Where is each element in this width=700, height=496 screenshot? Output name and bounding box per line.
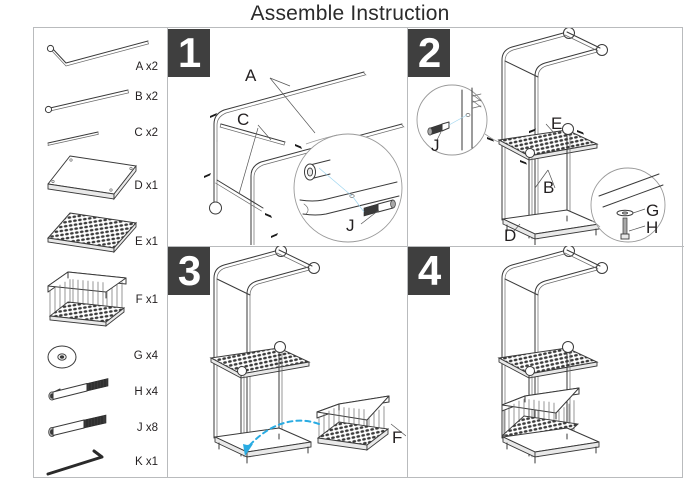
- part-label-B: B x2: [134, 91, 158, 103]
- part-shape-H: [48, 378, 109, 401]
- part-label-H: H x4: [134, 386, 158, 398]
- divider-horizontal: [167, 246, 684, 247]
- part-label-D: D x1: [134, 180, 158, 192]
- part-shape-D: [47, 155, 137, 201]
- divider-parts-list: [167, 28, 168, 477]
- parts-list-panel: A x2 B x2 C x2 D x1: [34, 28, 166, 477]
- step-1-drawing: [204, 71, 405, 245]
- step-2-label-B: B: [543, 178, 555, 197]
- part-label-J: J x8: [136, 422, 158, 434]
- step-1-panel: 1: [167, 28, 406, 245]
- part-shape-J: [48, 414, 107, 437]
- part-label-K: K x1: [134, 456, 158, 468]
- step-2-drawing: [416, 28, 666, 245]
- step-4-badge: 4: [408, 247, 450, 295]
- part-shape-K: [46, 449, 104, 476]
- part-shape-F: [47, 271, 127, 327]
- step-1-detail-label-J: J: [346, 216, 355, 235]
- step-4-drawing: [497, 246, 608, 464]
- part-label-F: F x1: [135, 294, 158, 306]
- step-1-badge: 1: [168, 29, 210, 77]
- part-shape-C: [47, 131, 99, 146]
- part-shape-B: [44, 89, 129, 114]
- part-label-C: C x2: [134, 127, 158, 139]
- step-2-label-E: E: [551, 114, 563, 133]
- part-shape-E: [47, 212, 137, 254]
- page-title: Assemble Instruction: [250, 2, 450, 25]
- step-2-detail-label-H: H: [646, 218, 659, 237]
- part-label-E: E x1: [134, 236, 158, 248]
- step-2-label-D: D: [504, 226, 517, 245]
- part-shape-G: [47, 345, 77, 369]
- step-3-label-F: F: [392, 428, 403, 447]
- part-label-G: G x4: [133, 350, 158, 362]
- step-3-drawing: [209, 246, 406, 464]
- step-2-detail-label-G: G: [646, 201, 660, 220]
- step-1-label-A: A: [245, 66, 257, 85]
- step-2-detail-label-J: J: [431, 136, 440, 155]
- part-label-A: A x2: [135, 61, 158, 73]
- divider-vertical-right: [407, 28, 408, 477]
- part-shape-A: [46, 40, 149, 67]
- step-3-panel: 3: [167, 246, 406, 477]
- step-1-label-C: C: [237, 110, 250, 129]
- step-4-panel: 4: [407, 246, 683, 477]
- step-3-badge: 3: [168, 247, 210, 295]
- step-2-badge: 2: [408, 29, 450, 77]
- step-2-panel: 2: [407, 28, 683, 245]
